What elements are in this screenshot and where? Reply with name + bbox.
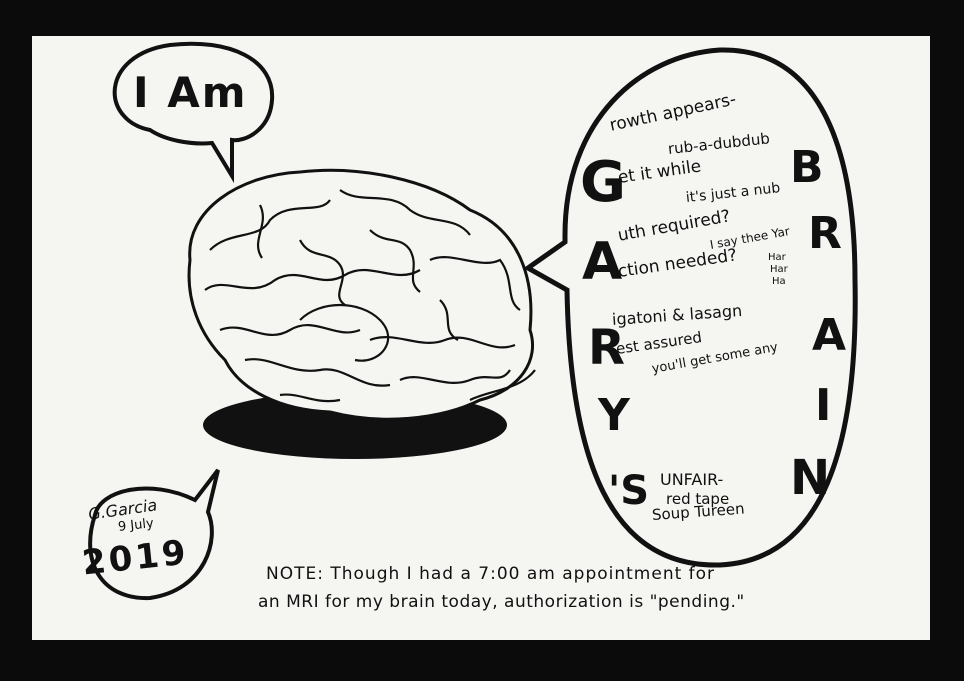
letter-a: A <box>582 232 623 292</box>
i-am-text: I Am <box>133 68 248 117</box>
letter-b: B <box>790 142 824 193</box>
letter-n: N <box>790 450 831 506</box>
letter-i: I <box>815 380 832 431</box>
poem-line-14: UNFAIR- <box>660 470 724 489</box>
letter-g: G <box>580 150 626 215</box>
note-line-1: NOTE: Though I had a 7:00 am appointment… <box>266 564 716 584</box>
letter-s: 'S <box>608 468 650 514</box>
poem-line-15: red tape <box>666 490 730 508</box>
letter-r2: R <box>808 208 842 259</box>
letter-a2: A <box>812 310 847 361</box>
signature-bubble-outline <box>88 468 220 601</box>
poem-line-8: Har <box>768 252 786 263</box>
letter-y: Y <box>598 390 630 441</box>
letter-r: R <box>588 320 625 376</box>
i-am-bubble-outline <box>112 41 275 184</box>
speech-bubble-outline <box>523 47 858 568</box>
poem-line-9: Har <box>770 264 788 275</box>
note-line-2: an MRI for my brain today, authorization… <box>258 592 745 612</box>
poem-line-10: Ha <box>772 276 786 287</box>
brain-drawing <box>187 168 536 421</box>
